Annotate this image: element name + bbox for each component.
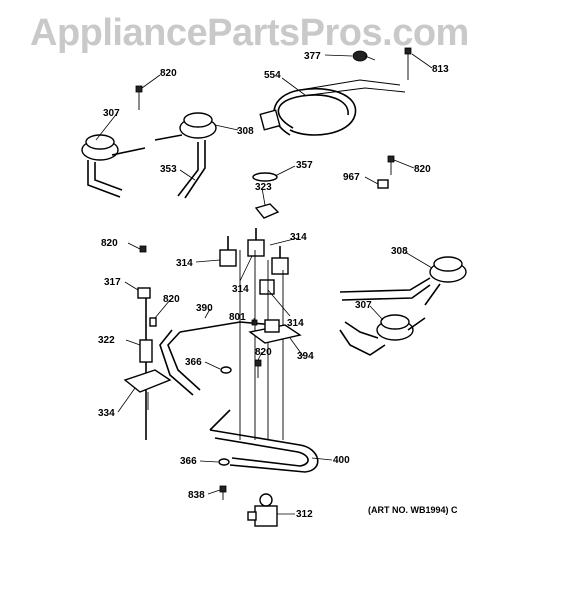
callout-323: 323 [255, 182, 272, 193]
screw-366-upper [220, 366, 232, 374]
screw-838 [219, 485, 227, 500]
callout-390: 390 [196, 303, 213, 314]
burner-307-right [339, 314, 426, 356]
wire-clip [352, 50, 376, 62]
wire-harness [259, 79, 406, 136]
callouts: 820 377 813 554 307 308 353 357 323 967 … [98, 51, 449, 520]
callout-820-right: 820 [414, 164, 431, 175]
callout-377: 377 [304, 51, 321, 62]
callout-820-mid: 820 [163, 294, 180, 305]
callout-366-upper: 366 [185, 357, 202, 368]
flame-spreader [252, 172, 278, 182]
screw-820-top [135, 85, 143, 110]
burner-308-right [339, 256, 467, 306]
callout-334: 334 [98, 408, 115, 419]
manifold-pipe [159, 250, 284, 440]
callout-314-d: 314 [287, 318, 304, 329]
callout-314-a: 314 [176, 258, 193, 269]
callout-967: 967 [343, 172, 360, 183]
callout-307-left: 307 [103, 108, 120, 119]
manifold-bracket [248, 319, 302, 344]
callout-314-c: 314 [232, 284, 249, 295]
callout-322: 322 [98, 335, 115, 346]
valve-314-c [271, 246, 289, 275]
screw-801 [251, 319, 258, 326]
callout-353: 353 [160, 164, 177, 175]
burner-307-left [81, 134, 146, 198]
watermark: AppliancePartsPros.com [30, 12, 469, 54]
callout-801: 801 [229, 312, 246, 323]
callout-838: 838 [188, 490, 205, 501]
burner-308-left [154, 112, 217, 199]
screw-366-lower [218, 458, 230, 466]
screw-813 [404, 47, 412, 80]
screw-820-right [387, 155, 395, 175]
valve-314-d [259, 279, 275, 295]
orifice-fitting [254, 203, 280, 219]
callout-813: 813 [432, 64, 449, 75]
leader-lines [95, 53, 433, 515]
callout-554: 554 [264, 70, 281, 81]
art-number: (ART NO. WB1994) C [368, 505, 458, 515]
callout-307-right: 307 [355, 300, 372, 311]
thermostat-bracket [123, 245, 172, 440]
callout-820-left: 820 [101, 238, 118, 249]
valve-314-a [219, 236, 237, 267]
callout-314-b: 314 [290, 232, 307, 243]
pressure-regulator [247, 493, 278, 527]
callout-312: 312 [296, 509, 313, 520]
callout-820-center: 820 [255, 347, 272, 358]
callout-400: 400 [333, 455, 350, 466]
valve-314-b [247, 228, 265, 257]
callout-394: 394 [297, 351, 314, 362]
callout-317: 317 [104, 277, 121, 288]
clip-967 [377, 179, 389, 189]
screw-820-center [254, 359, 262, 378]
callout-308-left: 308 [237, 126, 254, 137]
callout-357: 357 [296, 160, 313, 171]
callout-308-right: 308 [391, 246, 408, 257]
callout-820-top: 820 [160, 68, 177, 79]
callout-366-lower: 366 [180, 456, 197, 467]
